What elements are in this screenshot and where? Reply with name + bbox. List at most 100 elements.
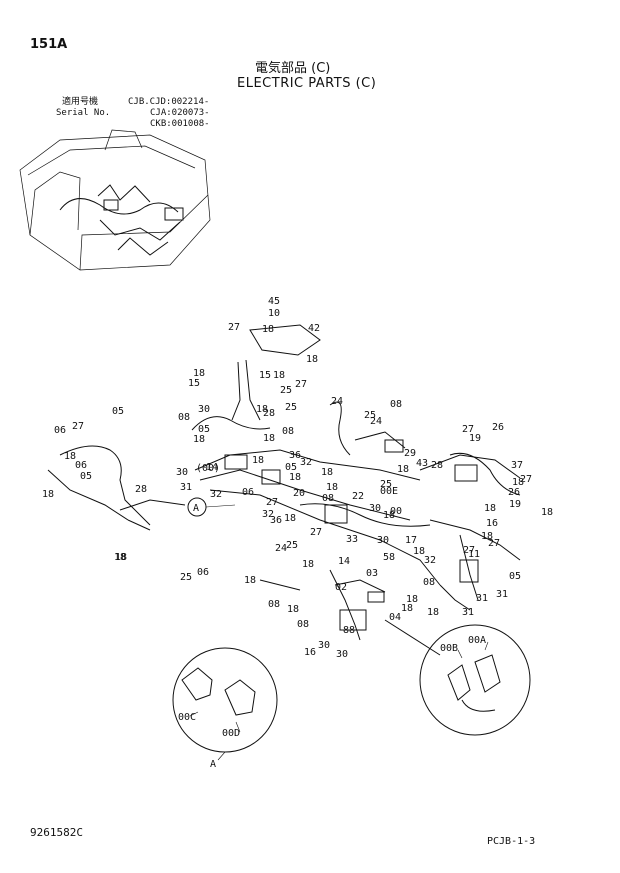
part-number-label: 18 bbox=[383, 510, 395, 521]
part-number-label: 06 bbox=[242, 487, 254, 498]
part-number-label: 25 bbox=[286, 540, 298, 551]
part-number-label: 25 bbox=[364, 410, 376, 421]
part-number-label: 00 bbox=[390, 506, 402, 517]
part-number-label: 08 bbox=[178, 412, 190, 423]
part-number-label: 14 bbox=[338, 556, 350, 567]
serial-number-1: CJB.CJD:002214- bbox=[128, 97, 210, 107]
part-number-label: 18 bbox=[193, 434, 205, 445]
part-number-label: 30 bbox=[198, 404, 210, 415]
drawing-number: 9261582C bbox=[30, 826, 83, 839]
part-number-label: 25 bbox=[380, 479, 392, 490]
part-number-label: 28 bbox=[263, 408, 275, 419]
part-number-label: 18 bbox=[115, 552, 127, 563]
part-number-label: 18 bbox=[193, 368, 205, 379]
part-number-label: 31 bbox=[476, 593, 488, 604]
part-number-label: 18 bbox=[401, 603, 413, 614]
part-number-label: 18 bbox=[306, 354, 318, 365]
part-number-label: 03 bbox=[366, 568, 378, 579]
part-number-label: 24 bbox=[331, 396, 343, 407]
part-number-label: 18 bbox=[541, 507, 553, 518]
part-number-label: 18 bbox=[413, 546, 425, 557]
part-number-label: 32 bbox=[210, 489, 222, 500]
part-number-label: 36 bbox=[270, 515, 282, 526]
part-number-label: 32 bbox=[300, 457, 312, 468]
part-number-label: 31 bbox=[462, 607, 474, 618]
detail-a-bottom-label: A bbox=[210, 759, 216, 770]
part-number-label: 27 bbox=[72, 421, 84, 432]
part-number-label: 27 bbox=[310, 527, 322, 538]
part-number-label: 32 bbox=[262, 509, 274, 520]
part-number-label: 16 bbox=[486, 518, 498, 529]
part-number-label: 31 bbox=[496, 589, 508, 600]
serial-number-3: CKB:001008- bbox=[150, 119, 210, 129]
part-number-label: 30 bbox=[369, 503, 381, 514]
page-number: 151A bbox=[30, 37, 68, 52]
part-number-label: 05 bbox=[80, 471, 92, 482]
part-number-label: 31 bbox=[180, 482, 192, 493]
part-number-label: 27 bbox=[488, 538, 500, 549]
sheet-code: PCJB-1-3 bbox=[487, 836, 536, 847]
part-number-label: 18 bbox=[427, 607, 439, 618]
part-number-label: 08 bbox=[322, 493, 334, 504]
part-number-label: 26 bbox=[492, 422, 504, 433]
part-number-label: 25 bbox=[285, 402, 297, 413]
part-number-label: 16 bbox=[304, 647, 316, 658]
part-number-label: 30 bbox=[377, 535, 389, 546]
part-number-label: 06 bbox=[54, 425, 66, 436]
part-number-label: 27 bbox=[295, 379, 307, 390]
part-number-label: 18 bbox=[321, 467, 333, 478]
part-number-label: 27 bbox=[228, 322, 240, 333]
part-number-label: 06 bbox=[197, 567, 209, 578]
part-number-label: 18 bbox=[481, 531, 493, 542]
part-number-label: 30 bbox=[318, 640, 330, 651]
detail-circle-left bbox=[172, 647, 278, 761]
part-number-label: 05 bbox=[285, 462, 297, 473]
part-number-label: 18 bbox=[289, 472, 301, 483]
part-number-label: 58 bbox=[383, 552, 395, 563]
part-number-label: 22 bbox=[352, 491, 364, 502]
part-number-label: 28 bbox=[431, 460, 443, 471]
part-number-label: 30 bbox=[336, 649, 348, 660]
part-number-label: 18 bbox=[42, 489, 54, 500]
callout-00d: 00D bbox=[222, 728, 240, 739]
main-harness bbox=[47, 324, 521, 656]
part-number-label: 27 bbox=[266, 497, 278, 508]
part-number-label: 26 bbox=[508, 487, 520, 498]
serial-number-2: CJA:020073- bbox=[150, 108, 210, 118]
callout-00a: 00A bbox=[468, 635, 486, 646]
page-title-jp: 電気部品 (C) bbox=[255, 61, 331, 76]
part-number-label: 19 bbox=[469, 433, 481, 444]
part-number-label: 18 bbox=[512, 477, 524, 488]
part-number-label: 18 bbox=[114, 552, 126, 563]
part-number-label: 18 bbox=[256, 404, 268, 415]
part-number-label: 24 bbox=[275, 543, 287, 554]
part-number-label: 05 bbox=[509, 571, 521, 582]
part-number-label: 18 bbox=[287, 604, 299, 615]
part-number-label: 18 bbox=[263, 433, 275, 444]
part-number-label: 29 bbox=[404, 448, 416, 459]
callout-00c: 00C bbox=[178, 712, 196, 723]
part-number-label: 15 bbox=[188, 378, 200, 389]
machine-overview-sketch bbox=[19, 129, 211, 271]
part-number-label: 25 bbox=[280, 385, 292, 396]
part-number-label: 27 bbox=[462, 424, 474, 435]
serial-label-jp: 適用号機 bbox=[62, 97, 99, 107]
part-number-label: 18 bbox=[252, 455, 264, 466]
part-number-label: 18 bbox=[302, 559, 314, 570]
part-number-label: 08 bbox=[282, 426, 294, 437]
part-number-label: 05 bbox=[198, 424, 210, 435]
part-number-label: 43 bbox=[416, 458, 428, 469]
part-number-label: 10 bbox=[268, 308, 280, 319]
detail-a-label: A bbox=[193, 503, 199, 514]
callout-00b: 00B bbox=[440, 643, 458, 654]
part-number-label: 18 bbox=[244, 575, 256, 586]
part-number-label: 18 bbox=[397, 464, 409, 475]
part-number-label: 08 bbox=[297, 619, 309, 630]
part-number-label: 27 bbox=[520, 474, 532, 485]
part-number-label: 20 bbox=[293, 488, 305, 499]
part-number-label: 18 bbox=[406, 594, 418, 605]
page-title-en: ELECTRIC PARTS (C) bbox=[237, 76, 377, 91]
part-number-label: 18 bbox=[326, 482, 338, 493]
